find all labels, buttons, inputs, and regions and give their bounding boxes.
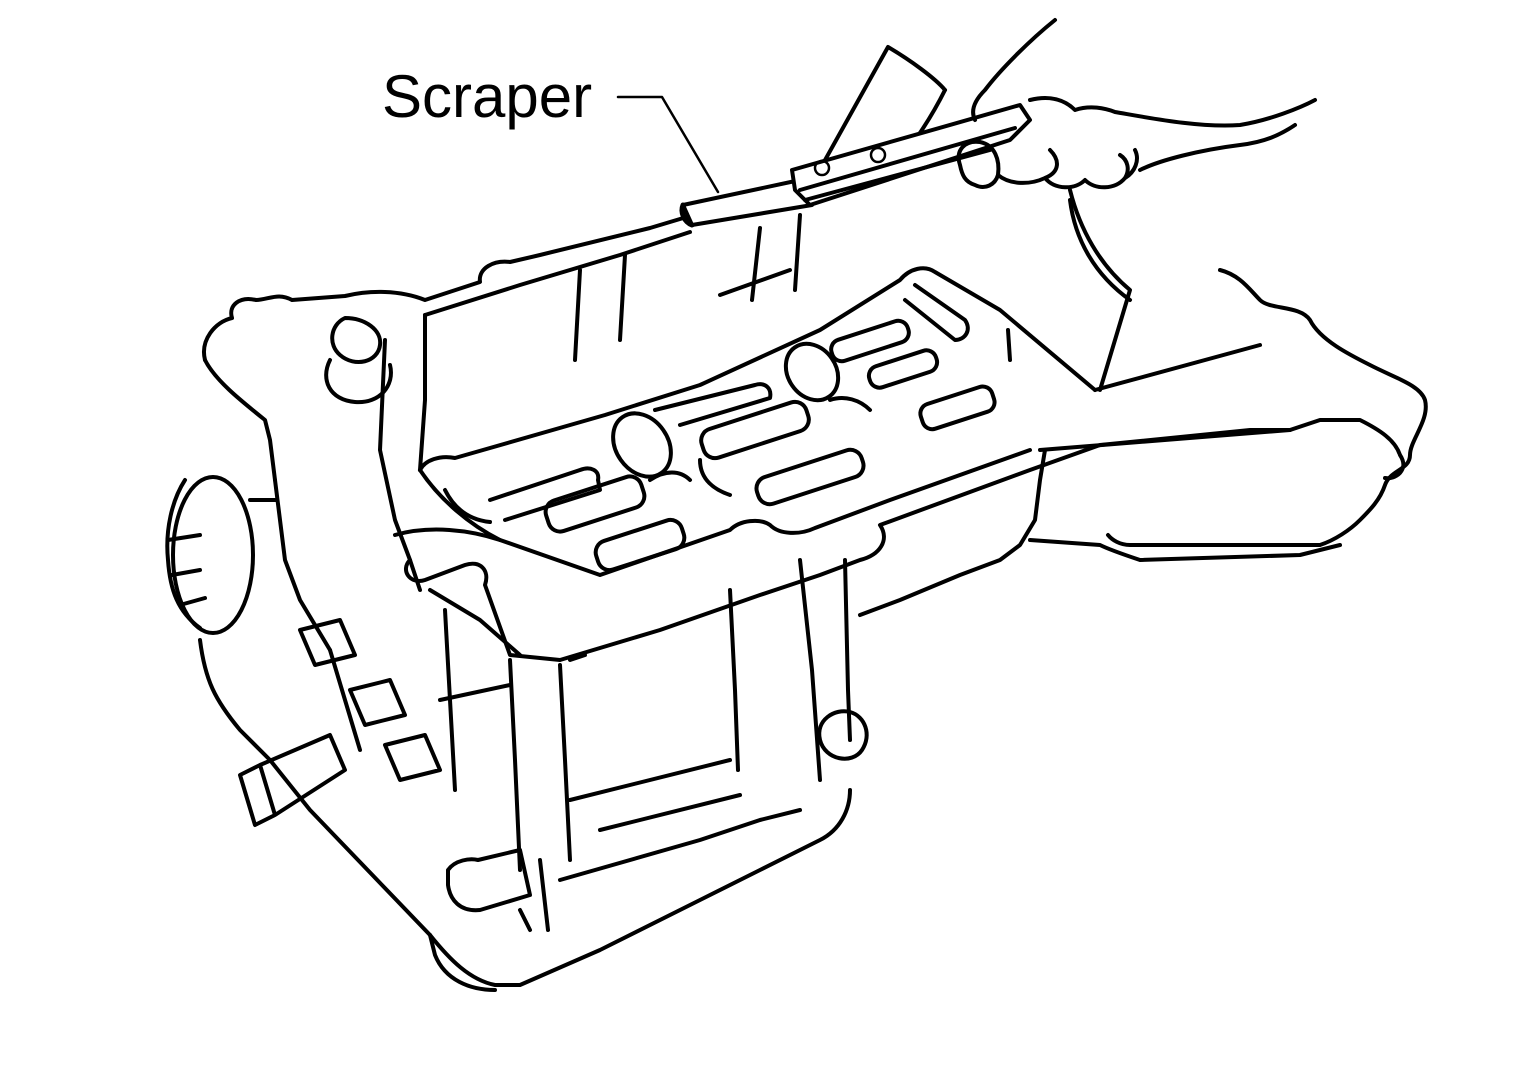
hand-fingers — [996, 148, 1139, 190]
hand-outline — [1028, 96, 1317, 128]
flange-outline — [202, 211, 702, 362]
hand-top — [971, 18, 1057, 122]
drain-boss-side — [165, 478, 202, 630]
front-flange-inner — [428, 588, 522, 657]
baffle-plate-front — [418, 448, 1032, 577]
left-wall-body — [198, 478, 332, 762]
front-flange — [404, 428, 1292, 662]
boss-lines — [166, 533, 207, 607]
drain-boss — [171, 475, 255, 635]
scraper-handle — [790, 103, 1032, 207]
callout-label: Scraper — [382, 63, 592, 130]
lower-body-bottom — [428, 933, 497, 992]
rear-end-outline — [1106, 268, 1428, 547]
inner-walls — [418, 213, 802, 472]
left-wall-outer — [203, 358, 277, 482]
hand-icon — [956, 18, 1317, 302]
rear-flange — [1038, 343, 1406, 481]
flange-outline-top — [798, 45, 947, 207]
scraper-blade-tip — [679, 202, 695, 228]
corner-boss-ring — [324, 358, 393, 405]
scraper-rivet-1 — [813, 159, 831, 177]
callout: Scraper — [382, 63, 720, 194]
hand-wrist — [1138, 123, 1297, 172]
corner-boss — [330, 316, 383, 365]
bottom-rib-box — [446, 848, 532, 913]
interior-shadow — [393, 268, 792, 542]
oil-pan-icon — [165, 45, 1428, 992]
flange-inner-edge — [423, 230, 692, 317]
front-ledge — [438, 683, 742, 832]
side-bracket — [238, 733, 347, 827]
bottom-ribs — [518, 808, 802, 932]
leader-line — [616, 95, 720, 194]
lower-body-left — [268, 648, 852, 987]
rear-wall-top — [1006, 188, 1132, 392]
baffle-slots — [443, 283, 997, 573]
rear-bottom — [1028, 538, 1342, 562]
front-ribs — [443, 558, 852, 872]
rear-wall — [858, 448, 1047, 617]
scraper-icon — [679, 103, 1032, 228]
scraper-rivet-2 — [869, 146, 887, 164]
arm-line — [1068, 198, 1132, 302]
inner-left-edge — [378, 338, 422, 592]
right-boss — [817, 709, 869, 761]
baffle-plate-outline — [418, 266, 1097, 472]
left-ribs — [298, 618, 442, 782]
